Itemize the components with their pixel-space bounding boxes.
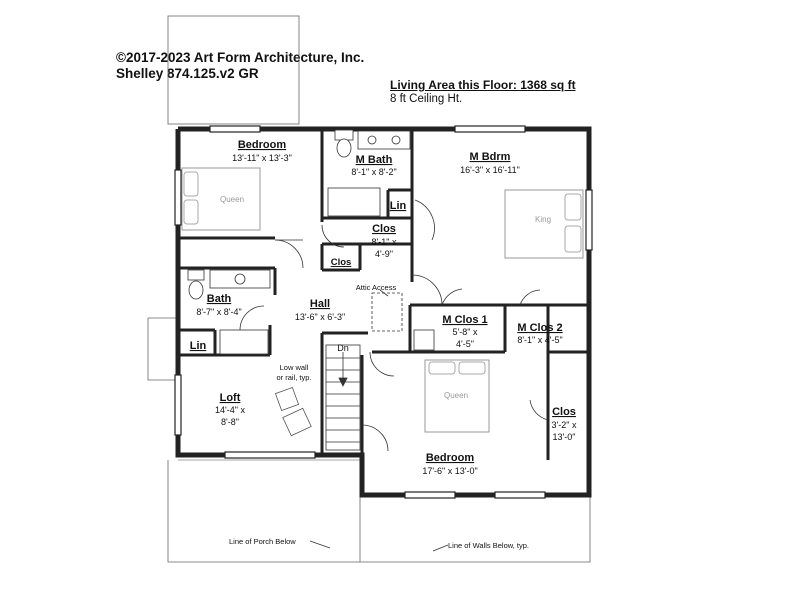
copyright-notice: ©2017-2023 Art Form Architecture, Inc. [116,50,365,65]
bed-queen-s: Queen [424,359,490,433]
room-lin-2-name: Lin [190,340,207,352]
room-m-bdrm-dim: 16'-3" x 16'-11" [460,165,520,175]
plan-notes: Attic Access Dn Low wall or rail, typ. L… [229,283,529,552]
windows [174,125,593,499]
bed-label-queen-2: Queen [444,391,468,400]
room-clos-2-name: Clos [552,406,576,418]
attic-hatch [371,292,403,332]
room-m-clos-2-dim: 8'-1" x 4'-5" [517,335,562,345]
porch-leader [309,540,331,549]
room-bedroom-nw-dim: 13'-11" x 13'-3" [232,153,292,163]
bed-queen-nw: Queen [181,167,261,231]
room-bedroom-s-dim: 17'-6" x 13'-0" [422,466,477,476]
porch-line-lower [167,460,360,563]
room-clos-1-dim-a: 8'-1" x [372,237,397,247]
note-low-wall-1: Low wall [280,363,309,372]
note-low-wall-2: or rail, typ. [276,373,311,382]
room-m-clos-1-dim-a: 5'-8" x [453,327,478,337]
room-hall-name: Hall [310,298,330,310]
lines-below [147,15,591,563]
note-porch-below: Line of Porch Below [229,537,296,546]
room-hall-dim: 13'-6" x 6'-3" [295,312,345,322]
interior-walls [180,131,589,460]
room-m-bdrm-name: M Bdrm [470,151,511,163]
room-m-bath-dim: 8'-1" x 8'-2" [351,167,396,177]
bed-label-queen-1: Queen [220,195,244,204]
room-loft-dim-a: 14'-4" x [215,405,245,415]
room-clos-1-dim-b: 4'-9" [375,249,393,259]
bed-label-king: King [535,215,551,224]
ceiling-height-label: 8 ft Ceiling Ht. [390,93,463,105]
room-labels: Bedroom 13'-11" x 13'-3" M Bath 8'-1" x … [190,139,577,476]
room-clos-2-dim-b: 13'-0" [553,432,576,442]
room-loft-name: Loft [220,392,241,404]
living-area-label: Living Area this Floor: 1368 sq ft [390,78,576,92]
bay-line [147,317,179,381]
note-attic-access: Attic Access [356,283,397,292]
room-clos-1-name: Clos [372,223,396,235]
walls-leader [432,544,449,552]
room-m-bath-name: M Bath [356,154,393,166]
porch-line-top [167,15,300,125]
room-bedroom-s-name: Bedroom [426,452,475,464]
note-stair-dn: Dn [337,343,349,353]
walls-below-line [359,490,591,563]
room-loft-dim-b: 8'-8" [221,417,239,427]
bath-fixtures [187,129,435,355]
note-walls-below: Line of Walls Below, typ. [448,541,529,550]
loft-chairs [274,386,312,437]
plan-name: Shelley 874.125.v2 GR [116,66,259,81]
exterior-walls [175,126,592,498]
room-clos-2-dim-a: 3'-2" x [552,420,577,430]
room-bath-name: Bath [207,293,232,305]
room-m-clos-1-name: M Clos 1 [442,314,487,326]
room-bedroom-nw-name: Bedroom [238,139,287,151]
room-m-clos-2-name: M Clos 2 [517,322,562,334]
attic-arrow [379,289,389,297]
door-swings [239,199,549,452]
room-m-clos-1-dim-b: 4'-5" [456,339,474,349]
stairs [325,344,361,451]
room-bath-dim: 8'-7" x 8'-4" [196,307,241,317]
bed-king: King [504,189,584,259]
room-lin-1-name: Lin [390,200,407,212]
room-clos-small-name: Clos [331,257,352,268]
